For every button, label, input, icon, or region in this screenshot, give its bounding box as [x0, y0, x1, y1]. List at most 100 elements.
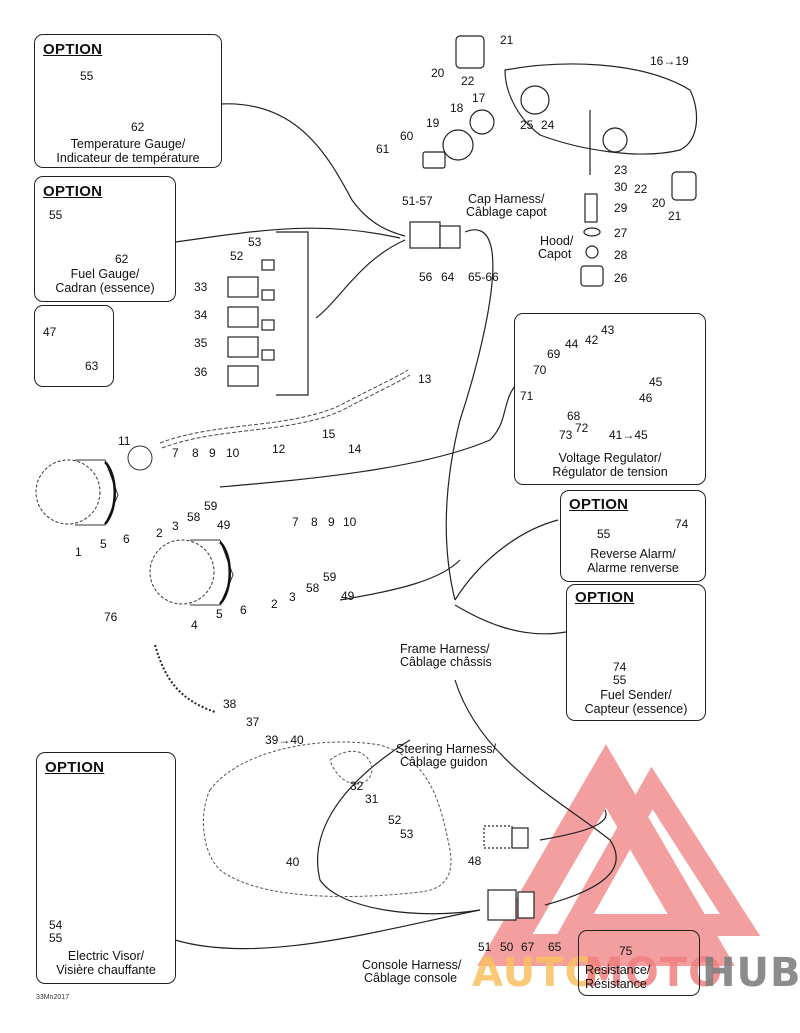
callout-59: 59: [323, 570, 337, 584]
callout-62: 62: [115, 252, 129, 266]
callout-37: 37: [246, 715, 260, 729]
detail-box-voltage-regulator: 43 42 44 69 70 71 45 46 68 72 73 41→45 V…: [514, 313, 706, 485]
callout-63: 63: [85, 359, 99, 373]
callout-8: 8: [192, 446, 199, 460]
option-caption-fr: Capteur (essence): [584, 702, 688, 716]
hood-label-en: Hood/: [540, 234, 574, 248]
callout-64: 64: [441, 270, 455, 284]
callout-12: 12: [272, 442, 286, 456]
callout-28: 28: [614, 248, 628, 262]
callout-47: 47: [43, 325, 57, 339]
callout-73: 73: [559, 428, 573, 442]
callout-58: 58: [306, 581, 320, 595]
option-caption-en: Temperature Gauge/: [70, 137, 186, 151]
callout-58: 58: [187, 510, 201, 524]
callout-56: 56: [419, 270, 433, 284]
coil-cord-icon: [154, 644, 216, 713]
callout-55: 55: [49, 931, 63, 945]
fuse-block-icon: [227, 231, 309, 396]
callout-67: 67: [521, 940, 535, 954]
callout-7: 7: [172, 446, 179, 460]
callout-5: 5: [100, 537, 107, 551]
callout-51-57: 51-57: [402, 194, 433, 208]
callout-40: 40: [286, 855, 300, 869]
console-harness-label-fr: Câblage console: [364, 971, 458, 985]
callout-13: 13: [418, 372, 432, 386]
option-caption-en: Fuel Gauge/: [70, 267, 140, 281]
callout-7: 7: [292, 515, 299, 529]
callout-8: 8: [311, 515, 318, 529]
callout-1: 1: [75, 545, 82, 559]
callout-24: 24: [541, 118, 555, 132]
gauge-lower-icon: [149, 539, 234, 606]
option-box-temperature-gauge: OPTION 55 62 Temperature Gauge/ Indicate…: [34, 34, 222, 168]
callout-26: 26: [614, 271, 628, 285]
callout-19: 19: [426, 116, 440, 130]
callout-10: 10: [226, 446, 240, 460]
option-caption-fr: Cadran (essence): [55, 281, 155, 295]
callout-60: 60: [400, 129, 414, 143]
callout-10: 10: [343, 515, 357, 529]
regulator-caption-fr: Régulator de tension: [552, 465, 668, 479]
resistance-caption-en: Resistance/: [585, 963, 651, 977]
callout-55: 55: [80, 69, 94, 83]
callout-50: 50: [500, 940, 514, 954]
callout-42: 42: [585, 333, 599, 347]
callout-22: 22: [461, 74, 475, 88]
resistance-caption-fr: Résistance: [585, 977, 647, 991]
callout-6: 6: [240, 603, 247, 617]
callout-27: 27: [614, 226, 628, 240]
watermark-logo-icon: [477, 744, 761, 966]
callout-43: 43: [601, 323, 615, 337]
option-title: OPTION: [575, 589, 635, 606]
frame-harness-label-en: Frame Harness/: [400, 642, 490, 656]
callout-38: 38: [223, 697, 237, 711]
callout-41-45: 41→45: [609, 428, 648, 442]
callout-52: 52: [230, 249, 244, 263]
callout-71: 71: [520, 389, 534, 403]
console-harness-connector-icon: [483, 825, 535, 921]
callout-5: 5: [216, 607, 223, 621]
callout-59: 59: [204, 499, 218, 513]
callout-25: 25: [520, 118, 534, 132]
watermark-auto: AUTO: [472, 950, 600, 996]
speedometer-cable-icon: [159, 369, 411, 449]
detail-box-resistance: 75 Resistance/ Résistance: [578, 930, 700, 996]
callout-46: 46: [639, 391, 653, 405]
frame-harness-label-fr: Câblage châssis: [400, 655, 492, 669]
callout-70: 70: [533, 363, 547, 377]
option-title: OPTION: [43, 183, 103, 200]
steering-harness-label-en: Steering Harness/: [396, 742, 497, 756]
callout-21: 21: [500, 33, 514, 47]
watermark-hub: HUB: [702, 950, 800, 996]
option-caption-en: Electric Visor/: [67, 949, 145, 963]
callout-31: 31: [365, 792, 379, 806]
option-caption-en: Reverse Alarm/: [590, 547, 676, 561]
option-box-reverse-alarm: OPTION 55 74 Reverse Alarm/ Alarme renve…: [560, 490, 706, 582]
callout-15: 15: [322, 427, 336, 441]
callout-45: 45: [649, 375, 663, 389]
cap-harness-label-fr: Câblage capot: [466, 205, 547, 219]
callout-48: 48: [468, 854, 482, 868]
callout-74: 74: [675, 517, 689, 531]
callout-4: 4: [191, 618, 198, 632]
steering-harness-label-fr: Câblage guidon: [400, 755, 488, 769]
callout-3: 3: [289, 590, 296, 604]
callout-17: 17: [472, 91, 486, 105]
option-box-fuel-sender: OPTION 74 55 Fuel Sender/ Capteur (essen…: [566, 584, 706, 721]
callout-68: 68: [567, 409, 581, 423]
callout-72: 72: [575, 421, 589, 435]
callout-65: 65: [548, 940, 562, 954]
callout-75: 75: [619, 944, 633, 958]
hood-label-fr: Capot: [538, 247, 572, 261]
cap-harness-label-en: Cap Harness/: [468, 192, 545, 206]
callout-20b: 20: [652, 196, 666, 210]
callout-55: 55: [49, 208, 63, 222]
callout-6: 6: [123, 532, 130, 546]
callout-22b: 22: [634, 182, 648, 196]
option-caption-fr: Indicateur de température: [56, 151, 200, 165]
callout-36: 36: [194, 365, 208, 379]
diagram-code: 33Mn2017: [36, 994, 70, 1001]
callout-49: 49: [341, 589, 355, 603]
callout-53: 53: [400, 827, 414, 841]
